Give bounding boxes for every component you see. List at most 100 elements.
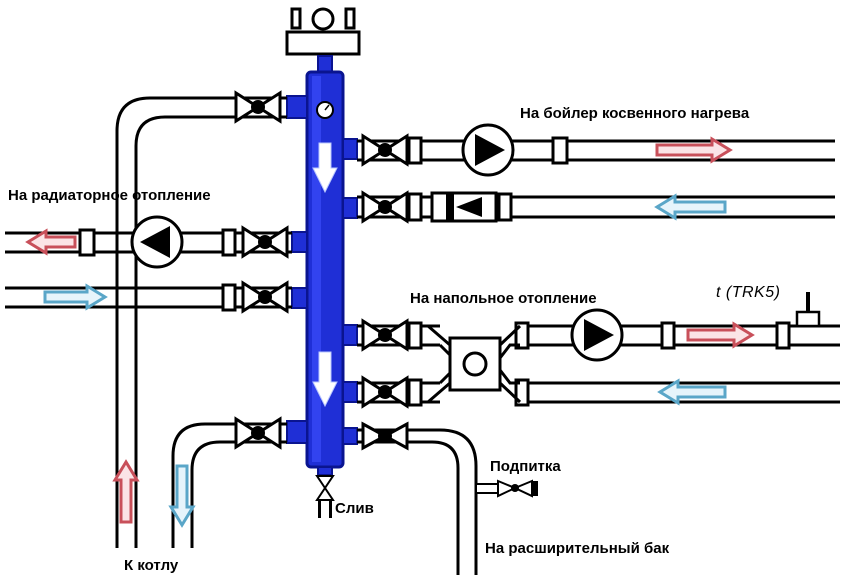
pipe-wall <box>171 422 229 548</box>
floor-return-pipe-out <box>520 381 840 404</box>
valve-icon <box>241 280 289 314</box>
valve-ball <box>378 328 392 342</box>
collector-port <box>291 287 308 309</box>
pipe-coupling <box>660 321 676 350</box>
valve-ball <box>378 143 392 157</box>
boiler-supply-bend <box>134 115 229 340</box>
pipe-coupling <box>514 321 530 350</box>
valve-icon <box>361 190 409 224</box>
pipe-wall <box>190 440 229 548</box>
pipe-wall <box>410 428 478 575</box>
valve-icon <box>361 375 409 409</box>
check-valve-flap <box>456 197 482 217</box>
vent-cap <box>311 7 335 31</box>
expansion-bend <box>410 428 478 575</box>
boiler-return-bend <box>190 440 229 548</box>
expansion-bend <box>410 440 460 575</box>
pipe-wall <box>115 96 229 340</box>
pipe-coupling <box>514 378 530 407</box>
valve-ball <box>378 385 392 399</box>
supply-flow-arrow <box>25 228 77 256</box>
mixing-valve-actuator <box>462 351 488 377</box>
sensor-probe <box>806 292 810 312</box>
pipe-coupling <box>551 136 569 165</box>
pipe-coupling <box>407 378 423 407</box>
pump-icon <box>130 215 184 269</box>
valve-icon <box>234 416 282 450</box>
mixing-valve-icon <box>427 324 522 404</box>
pipe-coupling <box>221 283 237 312</box>
separator-highlight <box>312 76 321 462</box>
collector-port <box>286 95 308 119</box>
indirect-boiler-return-pipe <box>357 195 835 219</box>
return-flow-arrow <box>168 464 196 528</box>
pipe-coupling <box>221 228 237 257</box>
valve-ball <box>251 426 265 440</box>
air-vent-icon <box>285 7 361 73</box>
valve-ball <box>251 100 265 114</box>
supply-flow-arrow <box>112 459 140 524</box>
valve-ball <box>258 290 272 304</box>
supply-flow-arrow <box>655 136 733 164</box>
pipe-wall <box>410 440 460 575</box>
boiler-supply-riser <box>115 327 138 548</box>
collector-port <box>342 381 358 403</box>
makeup-cap <box>532 481 538 496</box>
pipe-wall <box>134 115 229 340</box>
return-flow-arrow <box>43 283 108 311</box>
check-valve-icon <box>430 191 498 223</box>
makeup-pipe <box>475 483 499 494</box>
valve-icon <box>361 133 409 167</box>
boiler-return-bend <box>171 422 229 548</box>
pump-impeller <box>140 226 170 258</box>
valve-icon <box>241 225 289 259</box>
supply-flow-arrow <box>686 321 755 349</box>
collector-port <box>342 324 358 346</box>
drain-stub <box>317 466 333 476</box>
return-flow-arrow <box>657 378 727 406</box>
valve-ball <box>258 235 272 249</box>
collector-port <box>291 231 308 253</box>
pipe-coupling <box>407 321 423 350</box>
label-to-boiler: К котлу <box>124 557 179 574</box>
pump-impeller <box>475 134 505 166</box>
drain-valve-body <box>315 475 335 501</box>
label-radiator-heating: На радиаторное отопление <box>8 187 211 204</box>
pipe-coupling <box>497 192 513 222</box>
pump-icon <box>570 308 624 362</box>
return-flow-arrow <box>654 193 727 221</box>
collector-port <box>342 138 358 160</box>
vent-post <box>344 7 356 30</box>
mixing-valve-connector <box>427 324 452 404</box>
pipe-coupling <box>407 192 423 222</box>
label-expansion-tank: На расширительный бак <box>485 540 670 557</box>
makeup-valve-ball <box>511 484 519 492</box>
pump-impeller <box>584 319 614 351</box>
valve-icon <box>361 421 409 451</box>
valve-ball <box>378 200 392 214</box>
collector-port <box>342 427 358 445</box>
label-drain: Слив <box>335 500 374 517</box>
internal-flow-arrow <box>312 351 338 408</box>
label-temperature-sensor: t (TRK5) <box>716 284 781 301</box>
collector-port <box>286 420 308 444</box>
drain-pipe <box>318 500 321 518</box>
label-makeup: Подпитка <box>490 458 561 475</box>
temperature-sensor-icon <box>795 292 821 328</box>
vent-post <box>290 7 302 30</box>
hydraulic-separator <box>305 70 345 476</box>
pipe-coupling <box>775 321 791 350</box>
pipe-coupling <box>407 136 423 165</box>
label-floor-heating: На напольное отопление <box>410 290 597 307</box>
floor-supply-pipe-out <box>520 324 840 347</box>
drain-pipe <box>329 500 332 518</box>
valve-icon <box>361 318 409 352</box>
collector-neck <box>317 55 333 73</box>
vent-base <box>285 30 361 56</box>
mixing-valve-connector <box>498 324 522 404</box>
makeup-valve-icon <box>475 479 538 498</box>
internal-flow-arrow <box>312 142 338 194</box>
label-boiler-indirect: На бойлер косвенного нагрева <box>520 105 750 122</box>
pipe-coupling <box>78 228 96 257</box>
